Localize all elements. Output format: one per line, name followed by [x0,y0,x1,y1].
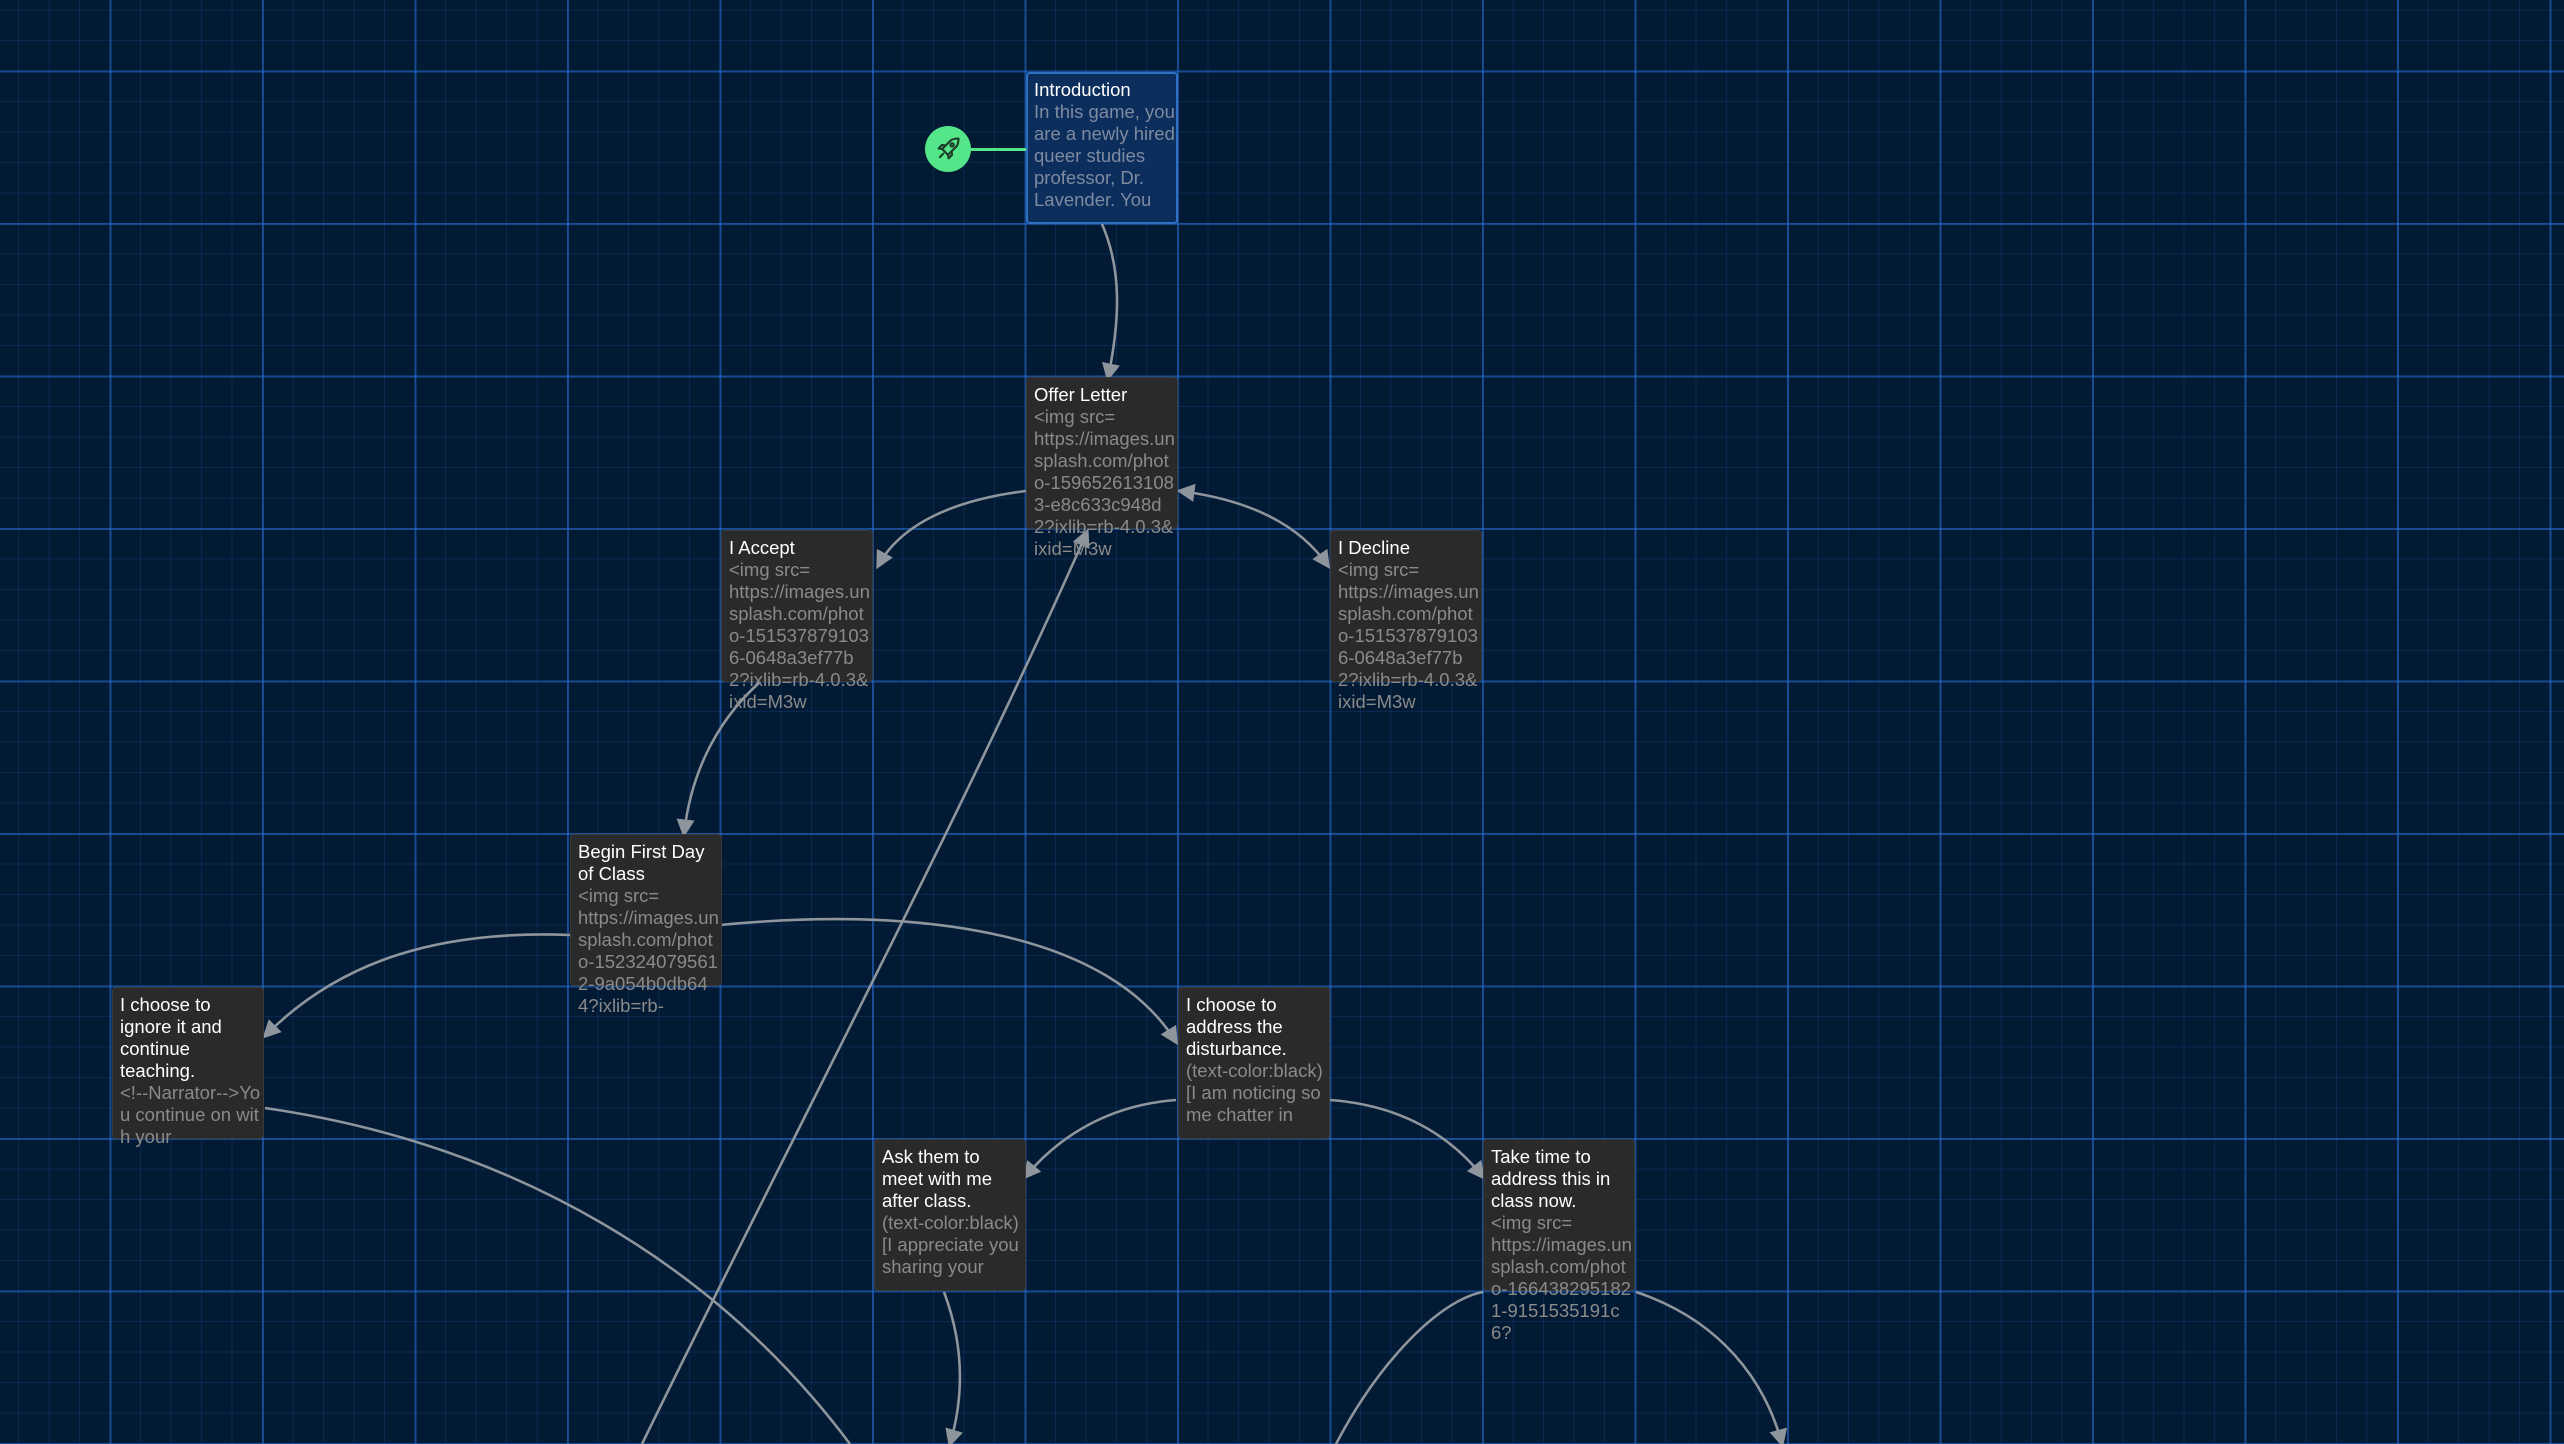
link-below-take-time [1334,1290,1484,1444]
link-begin-first-day-ignore-it [262,933,571,1039]
link-address-disturbance-take-time [1329,1098,1486,1180]
passage-excerpt: <img src= https://images.unsplash.com/ph… [1034,406,1175,559]
link-introduction-offer-letter [1100,223,1120,382]
passage-card-take-time[interactable]: Take time to address this in class now. … [1483,1139,1635,1343]
link-begin-first-day-address-disturbance [719,917,1178,1046]
passage-excerpt: <img src= https://images.unsplash.com/ph… [1338,559,1479,712]
passage-card-i-decline[interactable]: I Decline <img src= https://images.unspl… [1330,530,1482,712]
passage-excerpt: (text-color:black)[I appreciate you shar… [882,1212,1024,1277]
passage-title: Introduction [1034,79,1131,100]
passage-card-ignore-it[interactable]: I choose to ignore it and continue teach… [112,987,264,1147]
passage-card-ask-them-meet[interactable]: Ask them to meet with me after class. (t… [874,1139,1026,1291]
link-address-disturbance-ask-them [1022,1098,1177,1180]
rocket-icon [937,137,960,160]
passage-card-begin-first-day[interactable]: Begin First Day of Class <img src= https… [570,834,722,1016]
passage-excerpt: <img src= https://images.unsplash.com/ph… [729,559,870,712]
passage-excerpt: <!--Narrator-->You continue on with your [120,1082,261,1147]
start-passage-badge[interactable] [925,126,971,172]
passage-title: I choose to ignore it and continue teach… [120,994,227,1081]
passage-card-offer-letter[interactable]: Offer Letter <img src= https://images.un… [1026,377,1178,559]
passage-title: Begin First Day of Class [578,841,710,884]
link-ignore-it-below [264,1106,852,1444]
passage-card-address-disturbance[interactable]: I choose to address the disturbance. (te… [1178,987,1330,1139]
link-offer-letter-i-decline [1176,483,1331,570]
passage-excerpt: <img src= https://images.unsplash.com/ph… [578,885,719,1016]
passage-title: I Accept [729,537,795,558]
passage-title: Offer Letter [1034,384,1128,405]
link-offer-letter-i-accept [876,489,1027,570]
passage-excerpt: In this game, you are a newly hired quee… [1034,101,1181,210]
link-take-time-below [1635,1290,1788,1444]
passage-title: Take time to address this in class now. [1491,1146,1616,1211]
link-i-accept-begin-first-day [676,681,761,838]
passage-excerpt: (text-color:black)[I am noticing some ch… [1186,1060,1323,1125]
passage-title: Ask them to meet with me after class. [882,1146,998,1211]
link-ask-them-below [942,1291,963,1444]
passage-card-introduction[interactable]: Introduction In this game, you are a new… [1026,72,1178,224]
start-connector-line [971,148,1026,151]
passage-title: I Decline [1338,537,1410,558]
passage-title: I choose to address the disturbance. [1186,994,1288,1059]
passage-excerpt: <img src= https://images.unsplash.com/ph… [1491,1212,1632,1343]
link-below-offer-letter [640,528,1090,1444]
passage-card-i-accept[interactable]: I Accept <img src= https://images.unspla… [721,530,873,712]
